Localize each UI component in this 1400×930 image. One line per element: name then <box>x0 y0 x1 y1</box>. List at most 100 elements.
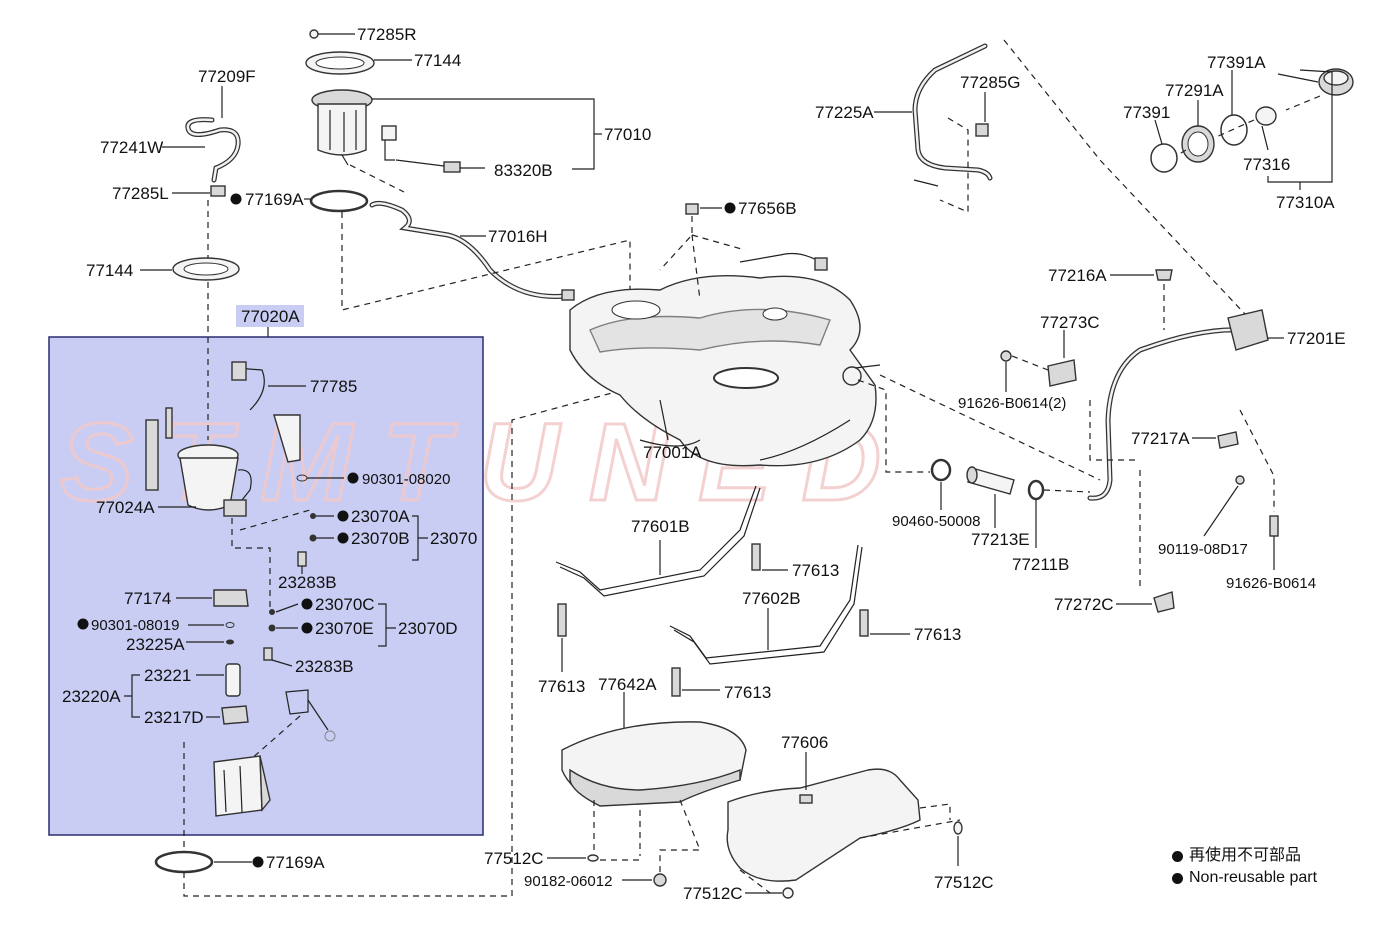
part-77010-sender <box>311 89 397 166</box>
label-77601B: 77601B <box>631 517 690 536</box>
part-77606-tank-protector <box>726 768 921 882</box>
label-77174: 77174 <box>124 589 171 608</box>
label-77310A: 77310A <box>1276 193 1335 212</box>
part-77216A-bracket <box>1155 269 1173 281</box>
part-23225A <box>226 639 234 645</box>
label-23283B-a: 23283B <box>278 573 337 592</box>
label-23283B-b: 23283B <box>295 657 354 676</box>
label-23225A: 23225A <box>126 635 185 654</box>
part-77613-bolt-d <box>671 667 681 697</box>
part-77656B-grommet <box>685 203 699 215</box>
label-23221: 23221 <box>144 666 191 685</box>
part-77174-bracket <box>213 589 249 607</box>
part-90301-08019-oring <box>225 622 235 628</box>
part-23070C-ring <box>269 609 275 615</box>
label-23220A: 23220A <box>62 687 121 706</box>
label-83320B: 83320B <box>494 161 553 180</box>
label-77225A: 77225A <box>815 103 874 122</box>
label-77272C: 77272C <box>1054 595 1114 614</box>
non-reusable-dot-77169A-bottom <box>252 856 264 868</box>
part-77512C-plug-c <box>953 821 963 835</box>
part-77613-bolt-c <box>557 603 567 637</box>
legend-dot-icon <box>1172 850 1183 862</box>
part-90119-08D17-bolt <box>1235 475 1245 485</box>
label-77602B: 77602B <box>742 589 801 608</box>
legend-row-en: Non-reusable part <box>1172 867 1317 889</box>
label-23070D: 23070D <box>398 619 458 638</box>
part-77602B-tank-strap <box>669 544 863 665</box>
non-reusable-dot-23070C <box>301 598 313 610</box>
label-90182-06012: 90182-06012 <box>524 873 612 890</box>
part-77391A-fuel-cap <box>1318 68 1354 96</box>
group-label-box <box>236 305 304 327</box>
part-83320B-connector <box>443 161 461 173</box>
legend-row-ja: 再使用不可部品 <box>1172 845 1317 867</box>
label-77010: 77010 <box>604 125 651 144</box>
part-77272C-clip <box>1153 591 1175 613</box>
non-reusable-dot-23070A <box>337 510 349 522</box>
part-91626-B0614-bolt-b <box>1269 515 1279 537</box>
part-77209F-hose <box>185 117 241 183</box>
label-77613-b: 77613 <box>914 625 961 644</box>
part-77001A-fuel-tank <box>569 252 881 467</box>
legend-dot-icon <box>1172 872 1183 884</box>
label-77316: 77316 <box>1243 155 1290 174</box>
label-77016H: 77016H <box>488 227 548 246</box>
part-77169A-top-gasket <box>309 189 369 213</box>
part-23070A-ring <box>310 513 316 519</box>
part-23070E-ring <box>268 624 276 632</box>
part-91626-B0614-bolt-a <box>1000 350 1012 362</box>
label-90301-08019: 90301-08019 <box>91 617 179 634</box>
label-77291A: 77291A <box>1165 81 1224 100</box>
label-90301-08020: 90301-08020 <box>362 471 450 488</box>
label-77024A: 77024A <box>96 498 155 517</box>
part-77169A-bottom-gasket <box>154 850 214 874</box>
part-23217D-filter <box>221 705 249 725</box>
label-77213E: 77213E <box>971 530 1030 549</box>
part-77785-wire <box>231 361 265 411</box>
label-77613-d: 77613 <box>724 683 771 702</box>
label-77512C-a: 77512C <box>484 849 544 868</box>
label-23070E: 23070E <box>315 619 374 638</box>
label-77169A-top: 77169A <box>245 190 304 209</box>
fuel-level-sender <box>285 689 329 731</box>
part-77285L-clip <box>210 185 226 197</box>
label-77217A: 77217A <box>1131 429 1190 448</box>
part-77316-ring <box>1255 106 1277 126</box>
label-77285R: 77285R <box>357 25 417 44</box>
label-77391A: 77391A <box>1207 53 1266 72</box>
part-77613-bolt-a <box>751 543 761 571</box>
non-reusable-dot-90301-08020 <box>347 472 359 484</box>
part-77601B-tank-strap <box>555 485 761 597</box>
part-77144-top-ring <box>305 51 375 75</box>
part-77285R-clip <box>309 29 319 39</box>
part-77213E-hose <box>966 466 1015 495</box>
legend-ja: 再使用不可部品 <box>1189 847 1302 864</box>
group-label: 77020A <box>241 307 300 326</box>
legend: 再使用不可部品 Non-reusable part <box>1172 845 1317 889</box>
label-77785: 77785 <box>310 377 357 396</box>
label-23217D: 23217D <box>144 708 204 727</box>
legend-en: Non-reusable part <box>1189 869 1318 886</box>
part-77016H-hose <box>369 200 575 301</box>
non-reusable-dot-90301-08019 <box>77 618 89 630</box>
label-77512C-c: 77512C <box>934 873 994 892</box>
part-77024A-pump-body <box>145 407 301 517</box>
label-77613-c: 77613 <box>538 677 585 696</box>
label-77216A: 77216A <box>1048 266 1107 285</box>
label-77144-left: 77144 <box>86 261 133 280</box>
label-90460-50008: 90460-50008 <box>892 513 980 530</box>
part-77285G-clip <box>975 123 989 137</box>
label-91626-B0614-2: 91626-B0614(2) <box>958 395 1066 412</box>
label-77001A: 77001A <box>643 443 702 462</box>
label-77209F: 77209F <box>198 67 256 86</box>
part-77512C-plug-b <box>782 887 794 899</box>
label-77512C-b: 77512C <box>683 884 743 903</box>
part-90182-06012-nut <box>653 873 667 887</box>
label-77613-a: 77613 <box>792 561 839 580</box>
part-23283B-a <box>297 551 307 567</box>
label-77169A-bottom: 77169A <box>266 853 325 872</box>
label-77273C: 77273C <box>1040 313 1100 332</box>
